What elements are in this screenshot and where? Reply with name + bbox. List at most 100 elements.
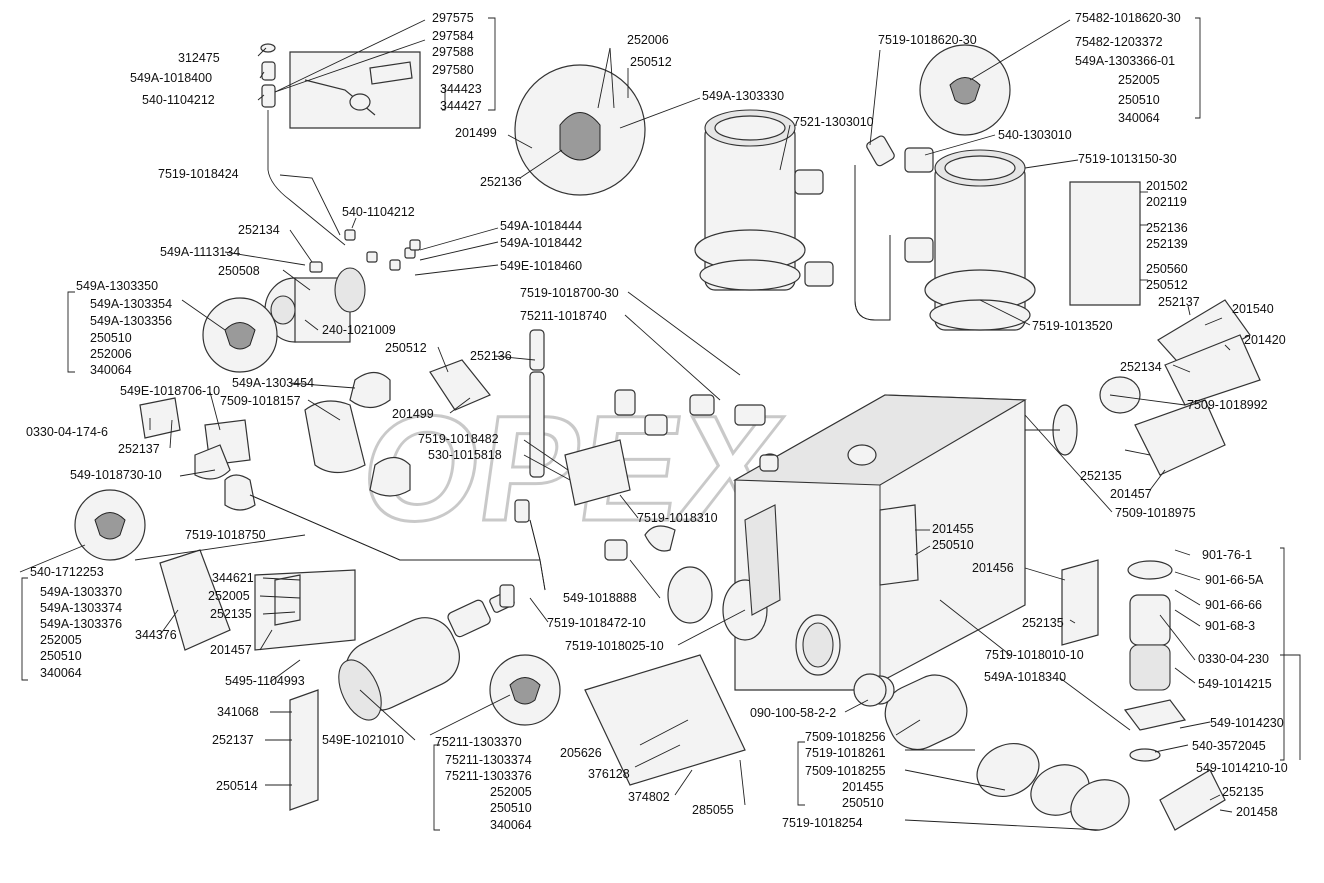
label-344427: 344427 bbox=[440, 99, 482, 113]
label-0330-04-230: 0330-04-230 bbox=[1198, 652, 1269, 666]
label-344423: 344423 bbox=[440, 82, 482, 96]
label-344621: 344621 bbox=[212, 571, 254, 585]
label-250560: 250560 bbox=[1146, 262, 1188, 276]
label-250510: 250510 bbox=[932, 538, 974, 552]
label-7509-1018992: 7509-1018992 bbox=[1187, 398, 1268, 412]
label-75482-1018620-30: 75482-1018620-30 bbox=[1075, 11, 1181, 25]
label-252005: 252005 bbox=[208, 589, 250, 603]
leader-lines bbox=[19, 17, 1301, 831]
label-549A-1018444: 549A-1018444 bbox=[500, 219, 582, 233]
hoses-middle bbox=[499, 329, 779, 624]
label-201457: 201457 bbox=[210, 643, 252, 657]
label-549A-1303350: 549A-1303350 bbox=[76, 279, 158, 293]
label-901-66-66: 901-66-66 bbox=[1205, 598, 1262, 612]
label-344376: 344376 bbox=[135, 628, 177, 642]
label-7521-1303010: 7521-1303010 bbox=[793, 115, 874, 129]
fuel-heater bbox=[338, 590, 515, 721]
label-340064: 340064 bbox=[1118, 111, 1160, 125]
label-0330-04-174-6: 0330-04-174-6 bbox=[26, 425, 108, 439]
drawing-parts bbox=[74, 43, 1261, 831]
label-201457: 201457 bbox=[1110, 487, 1152, 501]
label-250512: 250512 bbox=[385, 341, 427, 355]
label-549A-1303376: 549A-1303376 bbox=[40, 617, 122, 631]
label-252137: 252137 bbox=[212, 733, 254, 747]
clamp-5 bbox=[509, 677, 541, 705]
label-250512: 250512 bbox=[630, 55, 672, 69]
label-75211-1303374: 75211-1303374 bbox=[445, 753, 532, 767]
label-549E-1018706-10: 549E-1018706-10 bbox=[120, 384, 220, 398]
label-7509-1018255: 7509-1018255 bbox=[805, 764, 886, 778]
label-297575: 297575 bbox=[432, 11, 474, 25]
label-7519-1018310: 7519-1018310 bbox=[637, 511, 718, 525]
label-376128: 376128 bbox=[588, 767, 630, 781]
label-549A-1303366-01: 549A-1303366-01 bbox=[1075, 54, 1175, 68]
pipe-u-bend bbox=[794, 135, 934, 321]
label-549-1018730-10: 549-1018730-10 bbox=[70, 468, 162, 482]
label-201455: 201455 bbox=[932, 522, 974, 536]
label-530-1015818: 530-1015818 bbox=[428, 448, 502, 462]
label-252006: 252006 bbox=[90, 347, 132, 361]
label-252005: 252005 bbox=[40, 633, 82, 647]
label-340064: 340064 bbox=[490, 818, 532, 832]
label-201540: 201540 bbox=[1232, 302, 1274, 316]
detail-box-fasteners bbox=[159, 181, 1261, 831]
label-250514: 250514 bbox=[216, 779, 258, 793]
label-250510: 250510 bbox=[1118, 93, 1160, 107]
label-252137: 252137 bbox=[1158, 295, 1200, 309]
label-75211-1303376: 75211-1303376 bbox=[445, 769, 532, 783]
label-7519-1018750: 7519-1018750 bbox=[185, 528, 266, 542]
small-fittings bbox=[309, 229, 421, 273]
sender-stack bbox=[1123, 560, 1187, 762]
label-250510: 250510 bbox=[40, 649, 82, 663]
label-75482-1203372: 75482-1203372 bbox=[1075, 35, 1163, 49]
label-340064: 340064 bbox=[90, 363, 132, 377]
label-7519-1013150-30: 7519-1013150-30 bbox=[1078, 152, 1177, 166]
label-201458: 201458 bbox=[1236, 805, 1278, 819]
label-252135: 252135 bbox=[1222, 785, 1264, 799]
label-252134: 252134 bbox=[238, 223, 280, 237]
label-297580: 297580 bbox=[432, 63, 474, 77]
label-252139: 252139 bbox=[1146, 237, 1188, 251]
label-201502: 201502 bbox=[1146, 179, 1188, 193]
label-201455: 201455 bbox=[842, 780, 884, 794]
label-252135: 252135 bbox=[210, 607, 252, 621]
label-250510: 250510 bbox=[842, 796, 884, 810]
label-7519-1018261: 7519-1018261 bbox=[805, 746, 886, 760]
label-312475: 312475 bbox=[178, 51, 220, 65]
label-374802: 374802 bbox=[628, 790, 670, 804]
label-549A-1018400: 549A-1018400 bbox=[130, 71, 212, 85]
label-201420: 201420 bbox=[1244, 333, 1286, 347]
label-549-1014230: 549-1014230 bbox=[1210, 716, 1284, 730]
label-7509-1018157: 7509-1018157 bbox=[220, 394, 301, 408]
heater-motor bbox=[264, 267, 366, 343]
label-252136: 252136 bbox=[480, 175, 522, 189]
tube-1018424 bbox=[267, 110, 346, 246]
label-250510: 250510 bbox=[90, 331, 132, 345]
o-ring bbox=[853, 673, 887, 707]
label-75211-1303370: 75211-1303370 bbox=[435, 735, 522, 749]
label-549A-1113134: 549A-1113134 bbox=[160, 245, 240, 259]
label-252137: 252137 bbox=[118, 442, 160, 456]
label-252006: 252006 bbox=[627, 33, 669, 47]
label-549A-1018340: 549A-1018340 bbox=[984, 670, 1066, 684]
label-901-68-3: 901-68-3 bbox=[1205, 619, 1255, 633]
label-549A-1303354: 549A-1303354 bbox=[90, 297, 172, 311]
label-7519-1018254: 7519-1018254 bbox=[782, 816, 863, 830]
clamp-3 bbox=[224, 322, 256, 350]
label-250512: 250512 bbox=[1146, 278, 1188, 292]
fuel-filter-right bbox=[924, 149, 1036, 331]
fuel-filter-left bbox=[694, 109, 806, 291]
level-sensor bbox=[1025, 376, 1141, 456]
label-252136: 252136 bbox=[470, 349, 512, 363]
label-285055: 285055 bbox=[692, 803, 734, 817]
label-252134: 252134 bbox=[1120, 360, 1162, 374]
clamp-1 bbox=[559, 112, 601, 161]
label-540-1104212: 540-1104212 bbox=[342, 205, 415, 219]
label-7519-1018700-30: 7519-1018700-30 bbox=[520, 286, 619, 300]
label-7519-1013520: 7519-1013520 bbox=[1032, 319, 1113, 333]
label-252135: 252135 bbox=[1080, 469, 1122, 483]
label-540-3572045: 540-3572045 bbox=[1192, 739, 1266, 753]
label-7519-1018482: 7519-1018482 bbox=[418, 432, 499, 446]
bracket-clip bbox=[289, 51, 421, 129]
